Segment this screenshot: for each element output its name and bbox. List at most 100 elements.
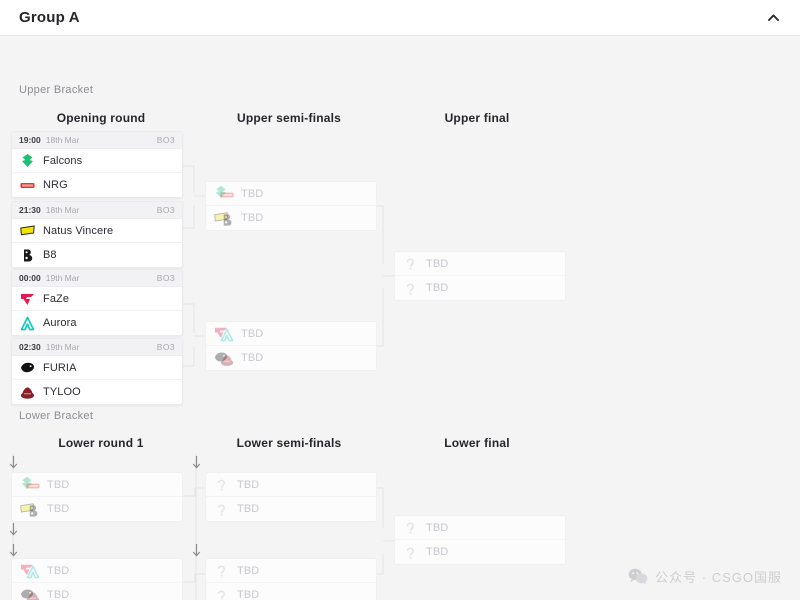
- match-card[interactable]: TBD TBD: [205, 181, 377, 231]
- question-icon: [406, 547, 414, 559]
- team-row[interactable]: FURIA: [12, 356, 182, 380]
- team-row-tbd[interactable]: TBD: [206, 206, 376, 230]
- match-card[interactable]: TBD TBD: [394, 251, 566, 301]
- team-name: TBD: [426, 521, 449, 534]
- team-row-tbd[interactable]: TBD: [12, 583, 182, 600]
- team-row[interactable]: Aurora: [12, 311, 182, 335]
- match-card[interactable]: TBD TBD: [11, 558, 183, 600]
- match-card[interactable]: TBD TBD: [394, 515, 566, 565]
- team-name: TBD: [426, 546, 449, 558]
- team-row[interactable]: NRG: [12, 173, 182, 197]
- team-name: TBD: [237, 589, 260, 600]
- team-row-tbd[interactable]: TBD: [206, 322, 376, 346]
- match-card[interactable]: 19:00 18th Mar BO3 Falcons NRG: [11, 131, 183, 198]
- match-format: BO3: [156, 273, 175, 283]
- question-icon: [406, 283, 414, 295]
- team-logo-faze: [21, 294, 34, 305]
- question-icon: [217, 479, 225, 491]
- candidate-logos: [214, 350, 236, 367]
- team-name: TYLOO: [43, 386, 81, 398]
- team-logo-aurora: [20, 316, 35, 330]
- drop-arrow-icon: [192, 456, 201, 469]
- team-row[interactable]: TYLOO: [12, 380, 182, 404]
- team-name: Falcons: [43, 154, 83, 167]
- question-icon: [217, 565, 225, 577]
- team-name: TBD: [237, 478, 260, 491]
- round-label-upper-final: Upper final: [444, 111, 510, 125]
- team-row[interactable]: FaZe: [12, 287, 182, 311]
- wechat-icon: [628, 568, 648, 585]
- watermark-text: 公众号 · CSGO国服: [655, 570, 782, 585]
- drop-arrow-icon: [9, 456, 18, 469]
- team-row-tbd[interactable]: TBD: [12, 497, 182, 521]
- collapse-toggle[interactable]: [762, 7, 784, 29]
- team-logo-furia: [20, 589, 34, 598]
- match-date: 18th Mar: [45, 205, 80, 215]
- bracket-board: Upper Bracket Opening round Upper semi-f…: [0, 36, 800, 600]
- match-card[interactable]: TBD TBD: [11, 472, 183, 522]
- match-card[interactable]: 21:30 18th Mar BO3 Natus Vincere B8: [11, 201, 183, 268]
- team-name: TBD: [241, 212, 264, 224]
- team-row-tbd[interactable]: TBD: [395, 252, 565, 276]
- team-name: FaZe: [43, 292, 70, 305]
- team-row-tbd[interactable]: TBD: [12, 559, 182, 583]
- team-logo-falcons: [22, 154, 33, 167]
- question-icon: [406, 522, 414, 534]
- team-logo-navi: [20, 502, 34, 513]
- team-logo-tyloo: [220, 354, 234, 366]
- team-logo-aurora: [26, 565, 40, 579]
- team-row-tbd[interactable]: TBD: [395, 276, 565, 300]
- candidate-logos: [20, 501, 42, 518]
- team-row[interactable]: Falcons: [12, 149, 182, 173]
- team-row-tbd[interactable]: TBD: [206, 473, 376, 497]
- match-date: 18th Mar: [45, 135, 80, 145]
- match-date: 19th Mar: [45, 273, 80, 283]
- team-name: TBD: [47, 564, 70, 577]
- team-row-tbd[interactable]: TBD: [395, 540, 565, 564]
- question-icon: [406, 258, 414, 270]
- team-row-tbd[interactable]: TBD: [206, 182, 376, 206]
- drop-arrow-icon: [192, 544, 201, 557]
- team-logo-falcons: [215, 185, 227, 199]
- match-time: 02:30: [19, 342, 41, 352]
- team-row-tbd[interactable]: TBD: [395, 516, 565, 540]
- group-header: Group A: [0, 0, 800, 36]
- match-card[interactable]: TBD TBD: [205, 472, 377, 522]
- team-logo-nrg: [20, 182, 35, 188]
- team-logo-b8: [29, 504, 38, 517]
- question-icon: [217, 590, 225, 600]
- team-row[interactable]: Natus Vincere: [12, 219, 182, 243]
- match-card[interactable]: 00:00 19th Mar BO3 FaZe Aurora: [11, 269, 183, 336]
- team-row-tbd[interactable]: TBD: [206, 497, 376, 521]
- team-name: Natus Vincere: [43, 224, 114, 237]
- match-date: 19th Mar: [45, 342, 80, 352]
- team-row-tbd[interactable]: TBD: [12, 473, 182, 497]
- candidate-logos: [214, 210, 236, 227]
- team-logo-nrg: [26, 483, 40, 489]
- match-card[interactable]: 02:30 19th Mar BO3 FURIA TYLOO: [11, 338, 183, 405]
- team-row[interactable]: B8: [12, 243, 182, 267]
- match-meta: 02:30 19th Mar BO3: [12, 339, 182, 356]
- drop-arrow-icon: [9, 544, 18, 557]
- match-card[interactable]: TBD TBD: [205, 321, 377, 371]
- candidate-logos: [214, 325, 236, 342]
- team-row-tbd[interactable]: TBD: [206, 559, 376, 583]
- team-logo-aurora: [220, 328, 234, 342]
- team-logo-furia: [214, 352, 228, 361]
- round-label-lower-semis: Lower semi-finals: [236, 436, 342, 450]
- round-label-lower-r1: Lower round 1: [58, 436, 144, 450]
- team-name: Aurora: [43, 317, 77, 329]
- team-logo-falcons: [21, 476, 33, 490]
- team-logo-faze: [214, 327, 228, 339]
- team-logo-faze: [20, 564, 34, 576]
- team-logo-navi: [20, 225, 35, 236]
- match-format: BO3: [156, 135, 175, 145]
- team-row-tbd[interactable]: TBD: [206, 583, 376, 600]
- match-time: 21:30: [19, 205, 41, 215]
- watermark: 公众号 · CSGO国服: [628, 567, 782, 586]
- team-row-tbd[interactable]: TBD: [206, 346, 376, 370]
- match-card[interactable]: TBD TBD: [205, 558, 377, 600]
- team-name: TBD: [237, 503, 260, 515]
- round-label-lower-final: Lower final: [444, 436, 510, 450]
- team-name: B8: [43, 249, 57, 261]
